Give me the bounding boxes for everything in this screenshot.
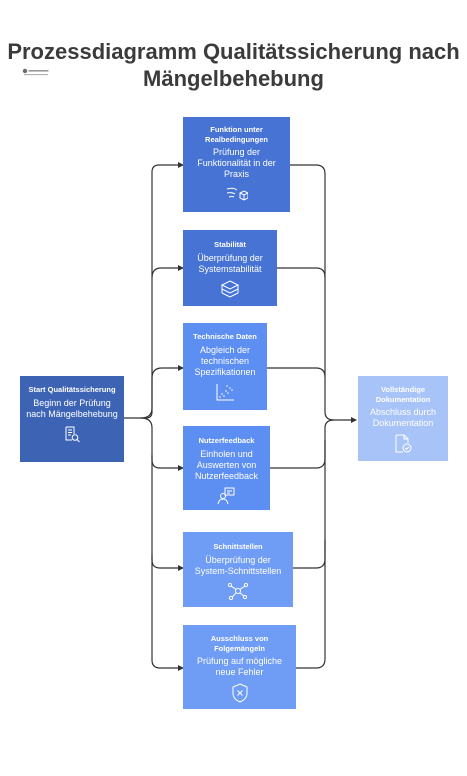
- document-check-icon: [395, 434, 412, 453]
- start-node: Start Qualitätssicherung Beginn der Prüf…: [20, 376, 124, 462]
- step-node-user-feedback: Nutzerfeedback Einholen und Auswerten vo…: [183, 426, 270, 510]
- wind-cube-icon: [226, 187, 248, 201]
- step-1-desc: Prüfung der Funktionalität in der Praxis: [197, 147, 276, 179]
- connector-from-step-3: [267, 367, 326, 378]
- scatter-chart-icon: [216, 383, 234, 400]
- end-node-desc: Abschluss durch Dokumentation: [369, 407, 437, 428]
- connector-to-step-6: [151, 555, 184, 671]
- connector-from-step-2: [277, 267, 326, 278]
- diagram-title: Prozessdiagramm Qualitätssicherung nach …: [7, 39, 460, 91]
- step-node-technical-data: Technische Daten Abgleich der technische…: [183, 323, 267, 410]
- network-nodes-icon: [227, 582, 249, 600]
- connector-from-step-6: [296, 540, 326, 669]
- step-6-desc: Prüfung auf mögliche neue Fehler: [196, 656, 283, 677]
- step-node-interfaces: Schnittstellen Überprüfung der System-Sc…: [183, 532, 293, 607]
- shield-x-icon: [232, 683, 247, 703]
- step-4-desc: Einholen und Auswerten von Nutzerfeedbac…: [194, 448, 259, 481]
- logo-icon: [22, 68, 49, 76]
- user-feedback-icon: [217, 487, 234, 504]
- step-5-desc: Überprüfung der System-Schnittstellen: [194, 554, 282, 576]
- step-5-title: Schnittstellen: [213, 542, 263, 551]
- connector-to-step-3: [140, 365, 184, 419]
- step-node-stability: Stabilität Überprüfung der Systemstabili…: [183, 230, 277, 306]
- document-search-icon: [65, 426, 80, 442]
- connector-from-step-1: [290, 164, 357, 423]
- connector-from-step-5: [293, 440, 326, 569]
- start-node-title: Start Qualitätssicherung: [28, 385, 116, 394]
- connector-to-step-5: [151, 455, 184, 571]
- stacked-layers-icon: [220, 279, 240, 298]
- end-node-title: Vollständige Dokumentation: [375, 385, 431, 404]
- step-node-no-follow-up-defects: Ausschluss von Folgemängeln Prüfung auf …: [183, 625, 296, 709]
- end-node: Vollständige Dokumentation Abschluss dur…: [358, 376, 448, 461]
- step-4-title: Nutzerfeedback: [198, 436, 255, 445]
- step-3-desc: Abgleich der technischen Spezifikationen: [194, 344, 256, 377]
- start-node-desc: Beginn der Prüfung nach Mängelbehebung: [26, 397, 118, 419]
- step-node-functional: Funktion unter Realbedingungen Prüfung d…: [183, 117, 290, 212]
- step-3-title: Technische Daten: [193, 332, 257, 341]
- step-6-title: Ausschluss von Folgemängeln: [210, 634, 269, 653]
- connector-to-step-1: [141, 162, 184, 419]
- step-1-title: Funktion unter Realbedingungen: [205, 125, 268, 144]
- step-2-desc: Überprüfung der Systemstabilität: [197, 252, 263, 274]
- step-2-title: Stabilität: [214, 240, 246, 249]
- connector-to-step-2: [151, 265, 184, 279]
- connector-to-step-4: [140, 417, 184, 471]
